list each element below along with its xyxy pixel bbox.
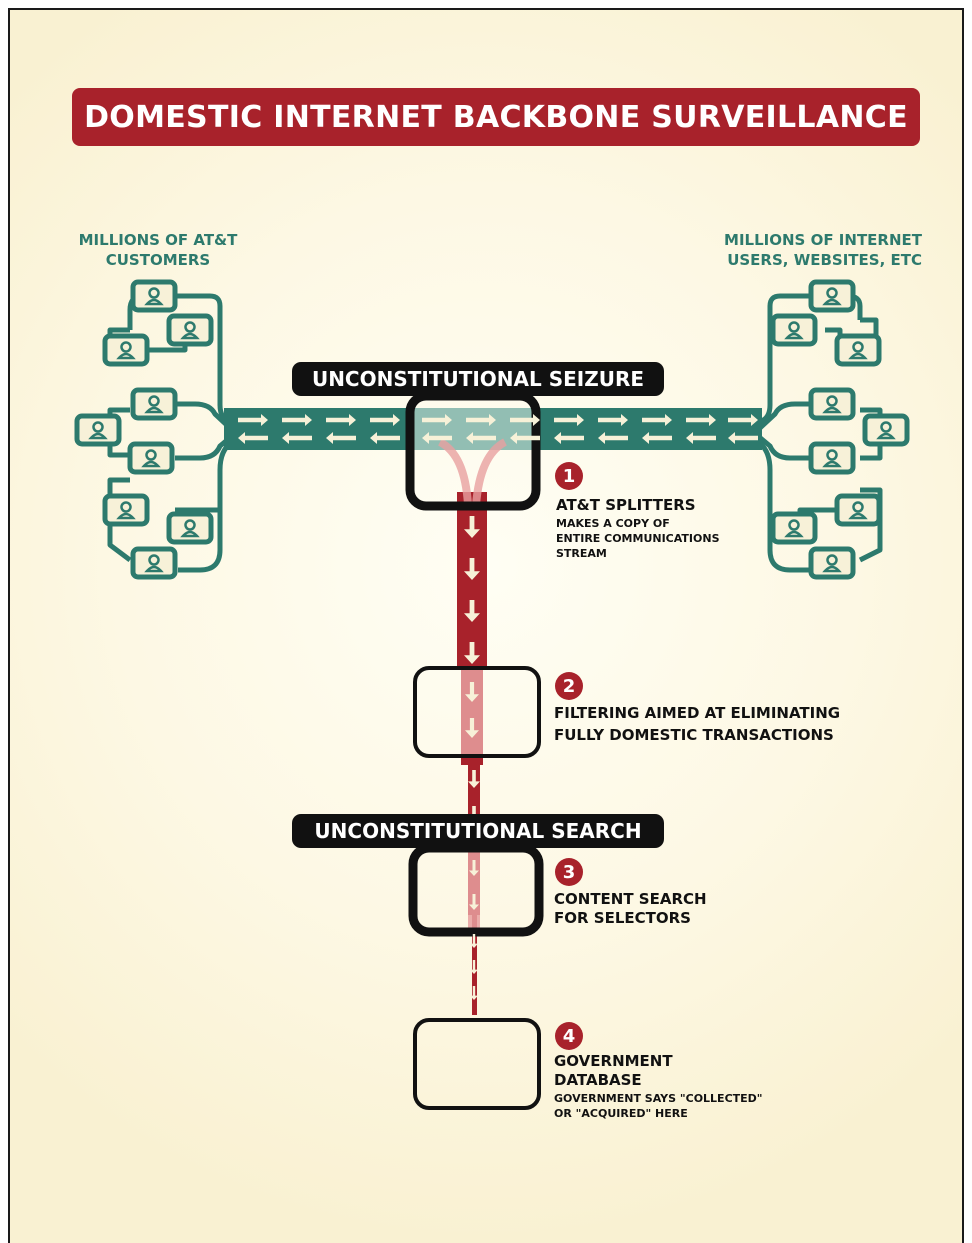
step-1-sub-line: ENTIRE COMMUNICATIONS [556,532,720,545]
user-icon [773,514,815,542]
arrow-icon [282,432,312,444]
step-2-title-line: FULLY DOMESTIC TRANSACTIONS [554,726,834,744]
user-icon [105,336,147,364]
arrow-icon [464,558,480,580]
splitter-highlight [410,408,534,450]
arrow-icon [422,414,452,426]
step-1-sub-line: STREAM [556,547,607,560]
user-icon [133,390,175,418]
arrow-icon [554,414,584,426]
arrow-icon [470,934,478,948]
arrow-icon [370,432,400,444]
arrow-icon [465,718,479,738]
arrow-icon [468,770,480,788]
right-group-line1: MILLIONS OF INTERNET [724,231,922,249]
arrow-icon [469,860,479,876]
arrow-icon [728,414,758,426]
arrow-icon [238,432,268,444]
splitter-box [405,391,541,511]
arrow-icon [510,432,540,444]
step-4-title-line: GOVERNMENT [554,1052,673,1070]
arrow-icon [464,516,480,538]
step-1-title-line: AT&T SPLITTERS [556,496,696,514]
search-box [408,843,544,937]
step-1-sub-line: MAKES A COPY OF [556,517,670,530]
user-icon [811,444,853,472]
step-4-number: 4 [555,1022,583,1050]
step-1-title: AT&T SPLITTERS [556,496,696,515]
step-4-title-line: DATABASE [554,1071,642,1089]
page-title: DOMESTIC INTERNET BACKBONE SURVEILLANCE [72,88,920,146]
arrow-icon [326,414,356,426]
left-user-icons [77,282,211,577]
right-group-label: MILLIONS OF INTERNET USERS, WEBSITES, ET… [692,230,922,270]
step-4-sub-line: OR "ACQUIRED" HERE [554,1107,688,1120]
search-banner: UNCONSTITUTIONAL SEARCH [292,814,664,848]
arrow-icon [470,960,478,974]
arrow-icon [282,414,312,426]
seizure-banner: UNCONSTITUTIONAL SEIZURE [292,362,664,396]
arrow-icon [598,414,628,426]
diagram-canvas [10,10,962,1110]
user-icon [169,316,211,344]
user-icon [77,416,119,444]
user-icon [811,549,853,577]
step-3-title: CONTENT SEARCH FOR SELECTORS [554,890,707,928]
step-1-number: 1 [555,462,583,490]
user-icon [837,496,879,524]
step-2-number: 2 [555,672,583,700]
filter-box [413,666,541,758]
arrow-icon [686,432,716,444]
step-2-title: FILTERING AIMED AT ELIMINATING FULLY DOM… [554,704,840,745]
arrow-icon [466,414,496,426]
infographic-frame: DOMESTIC INTERNET BACKBONE SURVEILLANCE … [8,8,964,1243]
arrow-icon [728,432,758,444]
user-icon [169,514,211,542]
left-group-line2: CUSTOMERS [105,251,211,269]
step-2-title-line: FILTERING AIMED AT ELIMINATING [554,704,841,722]
arrow-icon [464,642,480,664]
arrow-icon [370,414,400,426]
arrow-icon [686,414,716,426]
user-icon [837,336,879,364]
arrow-icon [465,682,479,702]
step-3-number: 3 [555,858,583,886]
left-group-line1: MILLIONS OF AT&T [78,231,238,249]
user-icon [133,282,175,310]
user-icon [811,282,853,310]
arrow-icon [642,432,672,444]
arrow-icon [510,414,540,426]
user-icon [865,416,907,444]
arrow-icon [469,894,479,910]
user-icon [133,549,175,577]
arrow-icon [554,432,584,444]
step-4-sub-line: GOVERNMENT SAYS "COLLECTED" [554,1092,763,1105]
arrow-icon [238,414,268,426]
step-3-title-line: CONTENT SEARCH [554,890,707,908]
step-4-title: GOVERNMENT DATABASE [554,1052,673,1090]
user-icon [130,444,172,472]
arrow-icon [422,432,452,444]
arrow-icon [642,414,672,426]
right-group-line2: USERS, WEBSITES, ETC [727,251,922,269]
step-1-subtitle: MAKES A COPY OF ENTIRE COMMUNICATIONS ST… [556,516,720,561]
user-icon [811,390,853,418]
step-4-subtitle: GOVERNMENT SAYS "COLLECTED" OR "ACQUIRED… [554,1091,763,1121]
right-user-icons [773,282,907,577]
user-icon [773,316,815,344]
arrow-icon [326,432,356,444]
arrow-icon [598,432,628,444]
step-3-title-line: FOR SELECTORS [554,909,691,927]
database-box [413,1018,541,1110]
user-icon [105,496,147,524]
left-group-label: MILLIONS OF AT&T CUSTOMERS [68,230,248,270]
process-boxes [405,391,544,1110]
arrow-icon [470,986,478,1000]
arrow-icon [464,600,480,622]
arrow-icon [466,432,496,444]
